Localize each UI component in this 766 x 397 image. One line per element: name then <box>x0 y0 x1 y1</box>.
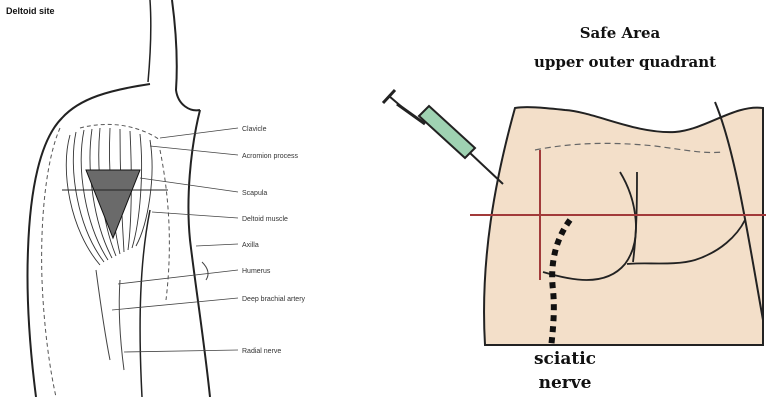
humerus-line <box>96 270 110 360</box>
label-scapula: Scapula <box>242 190 267 197</box>
safe-area-title: Safe Area <box>580 24 661 42</box>
nerve-label: nerve <box>539 373 592 393</box>
arm-outer-outline <box>27 84 150 397</box>
gluteal-illustration: Safe Area upper outer quadrant sciatic n… <box>375 0 766 397</box>
label-humerus: Humerus <box>242 268 271 275</box>
nerve-line <box>119 280 124 370</box>
deltoid-site-diagram: Deltoid site <box>0 0 375 397</box>
label-deep-brachial-artery: Deep brachial artery <box>242 296 306 303</box>
arm-inner-outline <box>140 210 150 397</box>
head-outline <box>148 0 151 82</box>
buttocks-shape <box>484 107 763 345</box>
dashed-outline-right <box>160 150 169 300</box>
neck-outline <box>172 0 200 110</box>
sciatic-label: sciatic <box>534 349 596 369</box>
deltoid-illustration: Deltoid site <box>0 0 375 397</box>
label-radial-nerve: Radial nerve <box>242 348 281 355</box>
axilla-mark <box>202 262 208 280</box>
safe-area-subtitle: upper outer quadrant <box>534 53 716 71</box>
label-deltoid-muscle: Deltoid muscle <box>242 216 288 223</box>
gluteal-site-diagram: Safe Area upper outer quadrant sciatic n… <box>375 0 766 397</box>
torso-outline <box>188 110 210 397</box>
label-clavicle: Clavicle <box>242 126 267 133</box>
label-axilla: Axilla <box>242 242 259 249</box>
syringe-icon <box>383 90 503 184</box>
deltoid-title: Deltoid site <box>6 6 55 16</box>
label-acromion: Acromion process <box>242 153 299 160</box>
dashed-outline-left <box>42 128 60 397</box>
